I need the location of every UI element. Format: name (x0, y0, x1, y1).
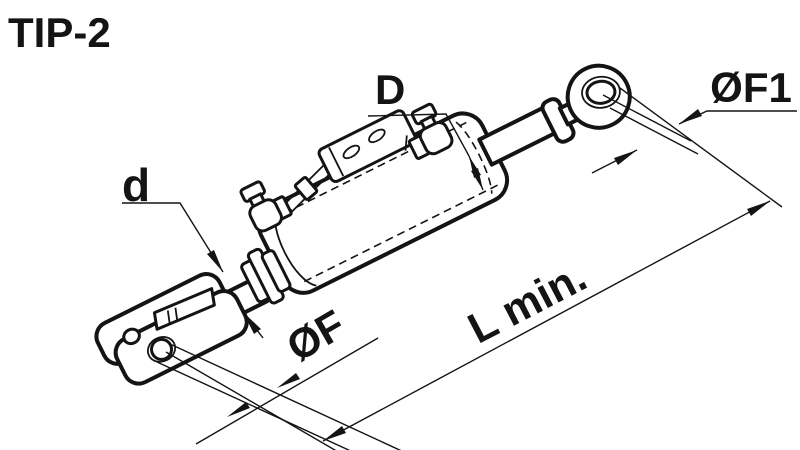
barrel-cap-hidden (455, 121, 493, 194)
valve-port-left (342, 144, 361, 160)
label-Lmin: L min. (461, 253, 595, 354)
label-D: D (375, 66, 405, 113)
dim-d-leader (122, 202, 224, 273)
dim-d (122, 202, 264, 339)
dim-D-arrow-bottom (471, 168, 483, 190)
clevis-slot-tick-1 (166, 310, 171, 324)
gland-ring-3 (260, 249, 292, 293)
elbow-body-left (248, 198, 283, 233)
dim-D (367, 113, 484, 191)
dim-Lmin-extension-right (619, 87, 783, 208)
dim-D-leader (367, 113, 470, 157)
valve-block-step (328, 147, 345, 177)
dim-OF-arrow-2 (227, 402, 250, 417)
valve-block (317, 109, 418, 184)
dim-Lmin-arrow-left (323, 426, 346, 441)
dim-OF1-arrow-lower (614, 150, 637, 165)
dim-OF-extension-2 (156, 361, 351, 450)
dim-OF1 (591, 94, 797, 174)
dim-OF-line (195, 337, 379, 445)
dim-d-arrow-1 (207, 250, 223, 272)
cylinder-assembly (94, 63, 632, 386)
dim-Lmin-line (322, 200, 771, 442)
dim-d-arrow-2 (243, 312, 261, 334)
barrel-bore-hidden-bottom (303, 182, 503, 283)
left-elbow-fitting (239, 163, 331, 233)
dim-OF1-extension-2 (609, 107, 699, 155)
dim-OF-extension-1 (169, 343, 402, 450)
eye-hole-rim (581, 75, 621, 109)
gland-rings (240, 247, 292, 305)
clevis-back-hole (122, 327, 141, 346)
pipe-right-top (404, 135, 408, 151)
clevis-end (94, 272, 249, 386)
dim-OF (156, 337, 402, 450)
clevis-slot-tick-2 (174, 307, 179, 321)
valve-block-body (317, 109, 418, 184)
elbow-body-right (418, 121, 454, 156)
label-d: d (122, 159, 150, 211)
dim-Lmin-extension-left (165, 351, 337, 450)
dim-Lmin (165, 87, 783, 450)
eye-end (565, 63, 632, 130)
valve-port-right (368, 128, 386, 144)
label-OF: ØF (279, 301, 353, 371)
dim-OF1-extension-1 (602, 94, 692, 142)
dim-OF1-arrow-upper (679, 109, 702, 124)
dim-Lmin-arrow-right (747, 201, 770, 216)
dim-OF-arrow-1 (277, 373, 300, 388)
page-title: TIP-2 (8, 9, 111, 56)
clevis-front-hole-rim (146, 336, 177, 363)
pipe-union-nut (293, 176, 319, 201)
label-OF1: ØF1 (710, 64, 792, 111)
